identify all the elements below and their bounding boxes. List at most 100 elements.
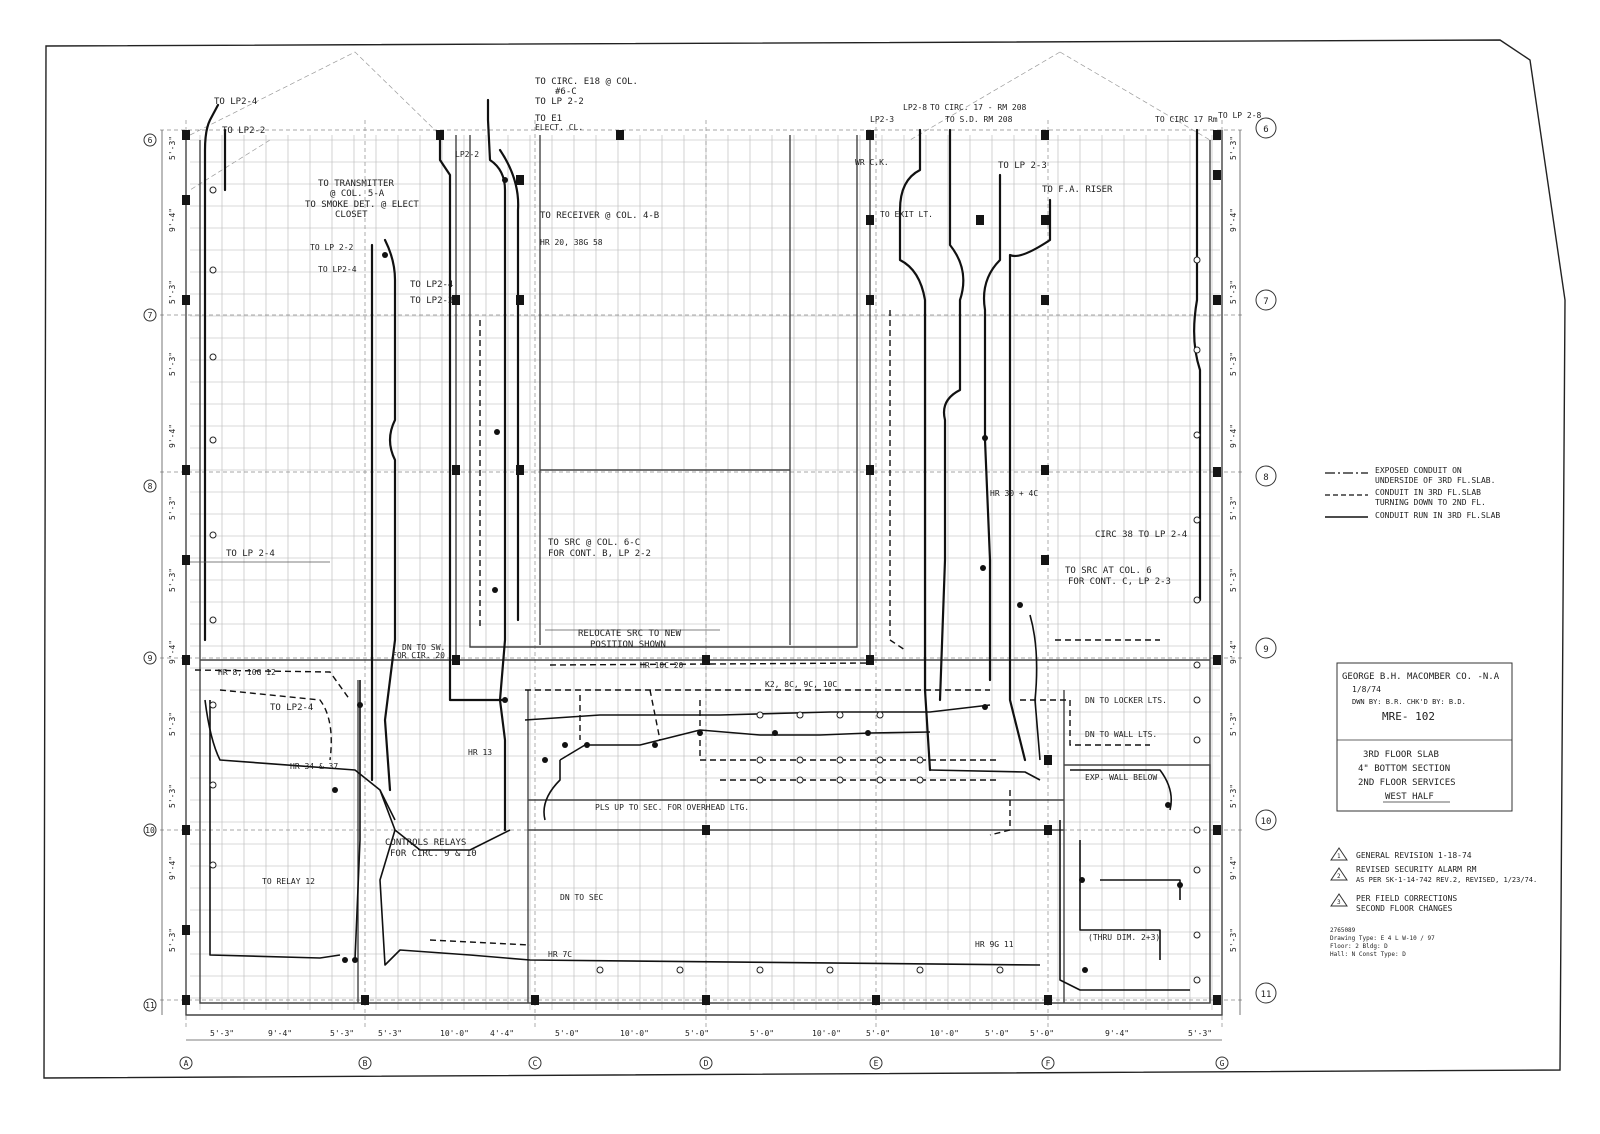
outlet-box <box>796 776 804 784</box>
column-marker <box>702 655 710 665</box>
outlet-box <box>209 531 217 539</box>
outlet-box <box>209 861 217 869</box>
title-desc2: 4" BOTTOM SECTION <box>1358 764 1450 774</box>
note-exp-below: EXP. WALL BELOW <box>1085 773 1157 782</box>
note-to-fa-riser: TO F.A. RISER <box>1042 185 1113 195</box>
right-dimension: 9'-4" <box>1229 856 1238 880</box>
junction-dot <box>352 957 358 963</box>
column-marker <box>1213 130 1221 140</box>
right-dimension: 5'-3" <box>1229 784 1238 808</box>
annotations: TO LP2-4 TO LP2-2 TO CIRC. E18 @ COL. #6… <box>214 77 1262 959</box>
outlet-box <box>209 353 217 361</box>
column-marker <box>1041 465 1049 475</box>
outlet-box <box>916 776 924 784</box>
row-bubble-left-label: 6 <box>148 136 153 145</box>
column-marker <box>531 995 539 1005</box>
note-dn-wall: DN TO WALL LTS. <box>1085 730 1157 739</box>
column-marker <box>1213 995 1221 1005</box>
right-dimension: 5'-3" <box>1229 712 1238 736</box>
building-outline <box>185 130 1223 1016</box>
outlet-box <box>596 966 604 974</box>
bottom-dimension: 4'-4" <box>490 1029 514 1038</box>
row-bubble-left-label: 9 <box>148 654 153 663</box>
note-circ-38: CIRC 38 TO LP 2-4 <box>1095 530 1187 540</box>
column-marker <box>516 295 524 305</box>
outlet-box <box>916 966 924 974</box>
left-dimension: 5'-3" <box>168 496 177 520</box>
outlet-box <box>209 436 217 444</box>
junction-dot <box>542 757 548 763</box>
column-marker <box>1044 995 1052 1005</box>
note-to-receiver: TO RECEIVER @ COL. 4-B <box>540 211 659 221</box>
junction-dot <box>865 730 871 736</box>
left-dimension: 5'-3" <box>168 784 177 808</box>
note-to-lp2-4-w: TO LP 2-4 <box>226 549 275 559</box>
outlet-box <box>1193 976 1201 984</box>
bottom-dimension: 5'-3" <box>378 1029 402 1038</box>
column-marker <box>872 995 880 1005</box>
left-dimension: 5'-3" <box>168 568 177 592</box>
junction-dot <box>492 587 498 593</box>
column-marker <box>866 295 874 305</box>
outlet-box <box>756 776 764 784</box>
legend-exposed-2: UNDERSIDE OF 3RD FL.SLAB. <box>1375 476 1495 485</box>
note-to-lp2-4-left: TO LP2-4 <box>318 265 357 274</box>
note-to-lp2-2-top: TO LP2-2 <box>222 126 265 136</box>
bottom-dimension: 5'-0" <box>555 1029 579 1038</box>
revision-triangle-3 <box>1330 893 1348 907</box>
note-hr-10c: HR 10C 20 <box>640 661 684 670</box>
title-line1: GEORGE B.H. MACOMBER CO. -N.A <box>1342 672 1500 682</box>
right-dimension: 5'-3" <box>1229 568 1238 592</box>
bottom-dimension: 5'-3" <box>210 1029 234 1038</box>
column-marker <box>976 215 984 225</box>
column-marker <box>1213 655 1221 665</box>
revision-1: GENERAL REVISION 1-18-74 <box>1356 851 1472 860</box>
outlet-box <box>1193 431 1201 439</box>
row-bubble-right <box>1255 982 1277 1004</box>
bottom-dimension: 9'-4" <box>268 1029 292 1038</box>
note-lp2-8-top: LP2-8 <box>903 103 927 112</box>
legend-in-slab-2: TURNING DOWN TO 2ND FL. <box>1375 498 1486 507</box>
revision-2: REVISED SECURITY ALARM RM <box>1356 865 1477 874</box>
note-to-exit: TO EXIT LT. <box>880 210 933 219</box>
row-bubble-left <box>143 823 157 837</box>
outlet-box <box>876 711 884 719</box>
outlet-box <box>1193 661 1201 669</box>
legend-in-slab: CONDUIT IN 3RD FL.SLAB <box>1375 488 1481 497</box>
note-lp2-2: LP2-2 <box>455 150 479 159</box>
stamp-line4: Hall: N Const Type: D <box>1330 951 1406 958</box>
column-marker <box>1044 755 1052 765</box>
title-line3: DWN BY: B.R. CHK'D BY: B.D. <box>1352 698 1466 706</box>
right-dimension: 5'-3" <box>1229 352 1238 376</box>
title-desc3: 2ND FLOOR SERVICES <box>1358 778 1456 788</box>
legend-run: CONDUIT RUN IN 3RD FL.SLAB <box>1375 511 1500 520</box>
outlet-box <box>676 966 684 974</box>
row-bubble-right <box>1255 465 1277 487</box>
record-stamp: 2765089 Drawing Type: E 4 L W-10 / 97 Fl… <box>1330 927 1435 958</box>
column-marker <box>182 465 190 475</box>
dimension-lines <box>161 130 1241 1041</box>
stamp-line3: Floor: 2 Bldg: D <box>1330 943 1388 950</box>
column-marker <box>1213 467 1221 477</box>
note-dn-sw: DN TO SW. <box>402 643 445 652</box>
column-marker <box>182 295 190 305</box>
revision-3b: SECOND FLOOR CHANGES <box>1356 904 1453 913</box>
note-to-circ-e18: TO CIRC. E18 @ COL. <box>535 77 638 87</box>
row-bubble-right <box>1255 117 1277 139</box>
note-to-src-col6: TO SRC AT COL. 6 <box>1065 566 1152 576</box>
row-bubble-right-label: 10 <box>1261 817 1272 827</box>
left-dimension: 5'-3" <box>168 352 177 376</box>
note-to-lp2-2-left: TO LP 2-2 <box>310 243 354 252</box>
note-to-relay: TO RELAY 12 <box>262 877 315 886</box>
column-marker <box>436 130 444 140</box>
dashed-conduits <box>194 310 1160 946</box>
column-bubble-label: D <box>704 1059 709 1068</box>
junction-boxes <box>209 177 1201 984</box>
revision-mark-2: 2 <box>1337 873 1341 880</box>
structural-columns <box>182 130 1221 1005</box>
conduit-runs <box>203 98 1202 991</box>
outlet-box <box>826 966 834 974</box>
column-bubble-label: A <box>184 1059 189 1068</box>
row-bubble-right <box>1255 809 1277 831</box>
